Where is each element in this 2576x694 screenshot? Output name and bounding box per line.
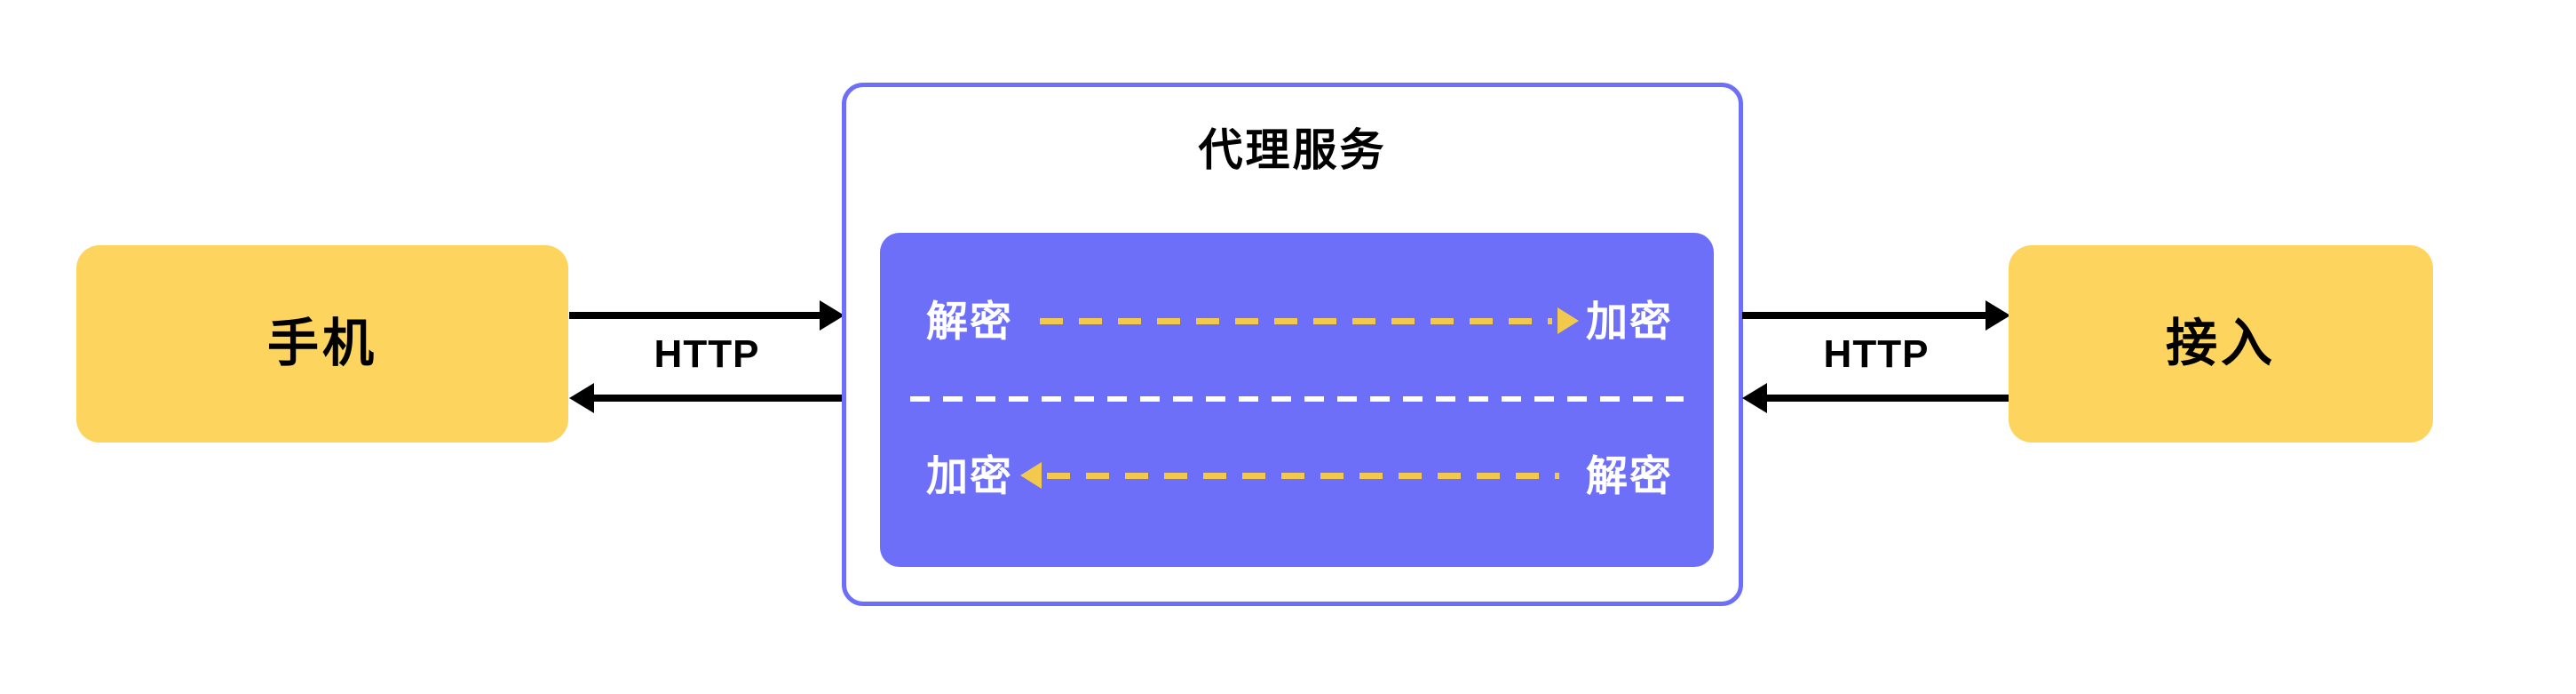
dashed-arrow-head-icon <box>1020 462 1042 489</box>
crypto-upstream-left-label: 解密 <box>926 297 1013 345</box>
crypto-panel-divider <box>910 396 1684 402</box>
crypto-row-downstream: 加密 解密 <box>880 435 1714 515</box>
dashed-arrow-head-icon <box>1557 307 1579 334</box>
arrow-shaft <box>592 395 844 402</box>
crypto-row-upstream: 解密 加密 <box>880 281 1714 361</box>
arrow-proxy-to-access <box>1742 300 2010 331</box>
proxy-service-title: 代理服务 <box>1198 125 1387 175</box>
node-access-label: 接入 <box>2165 315 2276 372</box>
arrow-access-to-proxy <box>1742 383 2010 413</box>
proxy-service-card: 代理服务 解密 加密 加密 解密 <box>842 83 1743 606</box>
arrow-head-icon <box>569 383 594 413</box>
proxy-crypto-panel: 解密 加密 加密 解密 <box>880 233 1714 567</box>
arrow-head-icon <box>1742 383 1767 413</box>
arrow-shaft <box>1765 395 2010 402</box>
crypto-downstream-right-label: 解密 <box>1586 451 1673 499</box>
dashed-arrow-left-icon <box>1020 461 1579 490</box>
arrow-proxy-to-phone <box>569 383 844 413</box>
node-phone[interactable]: 手机 <box>76 245 568 443</box>
dashed-line <box>1040 318 1552 324</box>
dashed-line <box>1047 473 1559 479</box>
arrow-shaft <box>1742 312 1987 319</box>
arrow-phone-to-proxy <box>569 300 844 331</box>
node-access[interactable]: 接入 <box>2009 245 2433 443</box>
arrow-head-icon <box>820 300 844 331</box>
http-label-right: HTTP <box>1823 332 1930 376</box>
arrow-shaft <box>569 312 821 319</box>
crypto-downstream-left-label: 加密 <box>926 451 1013 499</box>
node-phone-label: 手机 <box>266 315 377 372</box>
crypto-upstream-right-label: 加密 <box>1586 297 1673 345</box>
arrow-head-icon <box>1986 300 2010 331</box>
dashed-arrow-right-icon <box>1020 307 1579 335</box>
http-label-left: HTTP <box>654 332 760 376</box>
